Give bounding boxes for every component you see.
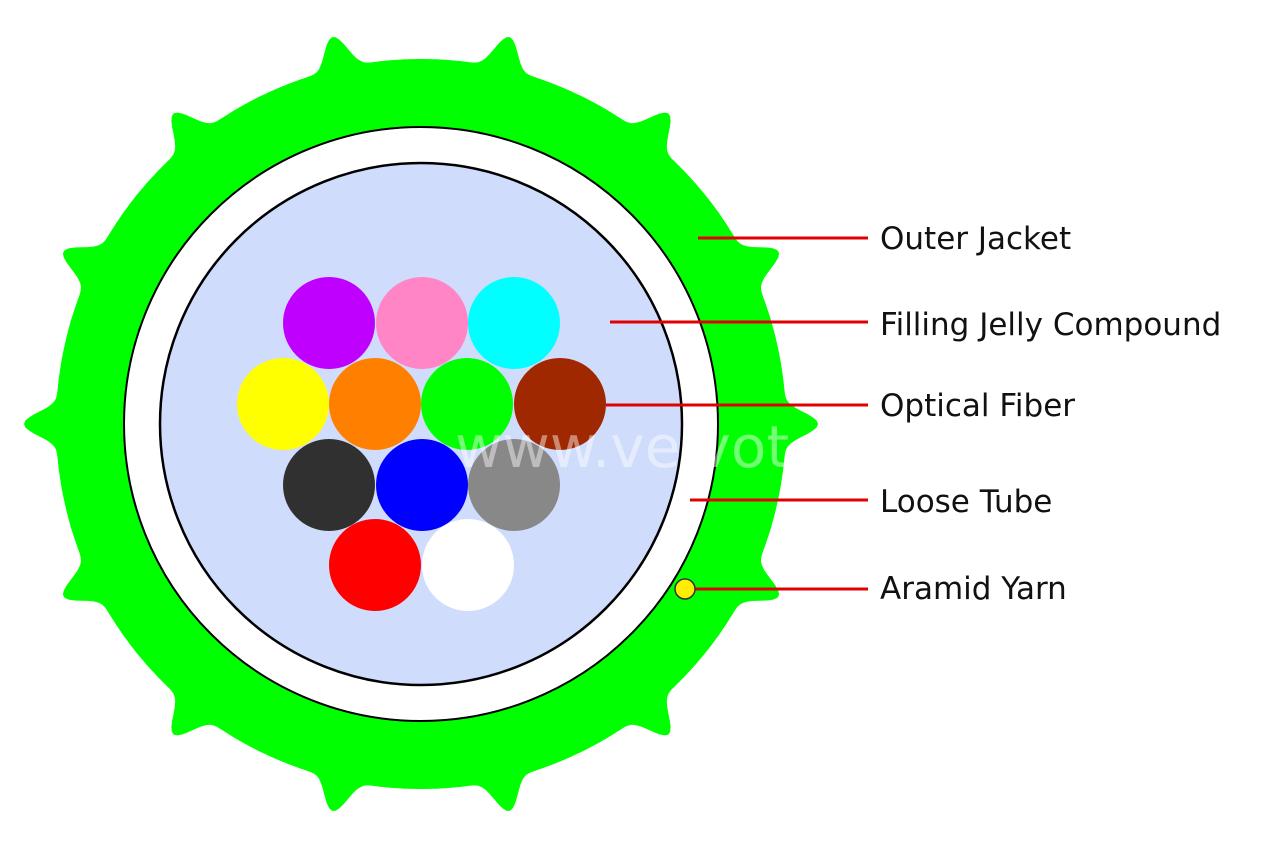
fiber-rose bbox=[376, 277, 468, 369]
label-outer-jacket: Outer Jacket bbox=[880, 221, 1071, 257]
fiber-slate bbox=[468, 439, 560, 531]
fiber-blue bbox=[376, 439, 468, 531]
fiber-violet bbox=[283, 277, 375, 369]
filling-jelly-compound bbox=[158, 161, 684, 687]
fiber-aqua bbox=[468, 277, 560, 369]
label-filling-jelly-compound: Filling Jelly Compound bbox=[880, 307, 1221, 343]
fiber-black bbox=[283, 439, 375, 531]
label-optical-fiber: Optical Fiber bbox=[880, 388, 1075, 424]
optical-fiber-bundle bbox=[237, 277, 606, 611]
fiber-white bbox=[422, 519, 514, 611]
label-loose-tube: Loose Tube bbox=[880, 484, 1052, 520]
fiber-orange bbox=[329, 358, 421, 450]
fiber-green bbox=[421, 358, 513, 450]
fiber-yellow bbox=[237, 358, 329, 450]
aramid-yarn-marker bbox=[674, 578, 696, 600]
fiber-brown bbox=[514, 358, 606, 450]
label-aramid-yarn: Aramid Yarn bbox=[880, 571, 1067, 607]
leader-lines bbox=[606, 236, 868, 591]
fiber-red bbox=[329, 519, 421, 611]
watermark-text: www.veivot.com bbox=[455, 413, 931, 481]
